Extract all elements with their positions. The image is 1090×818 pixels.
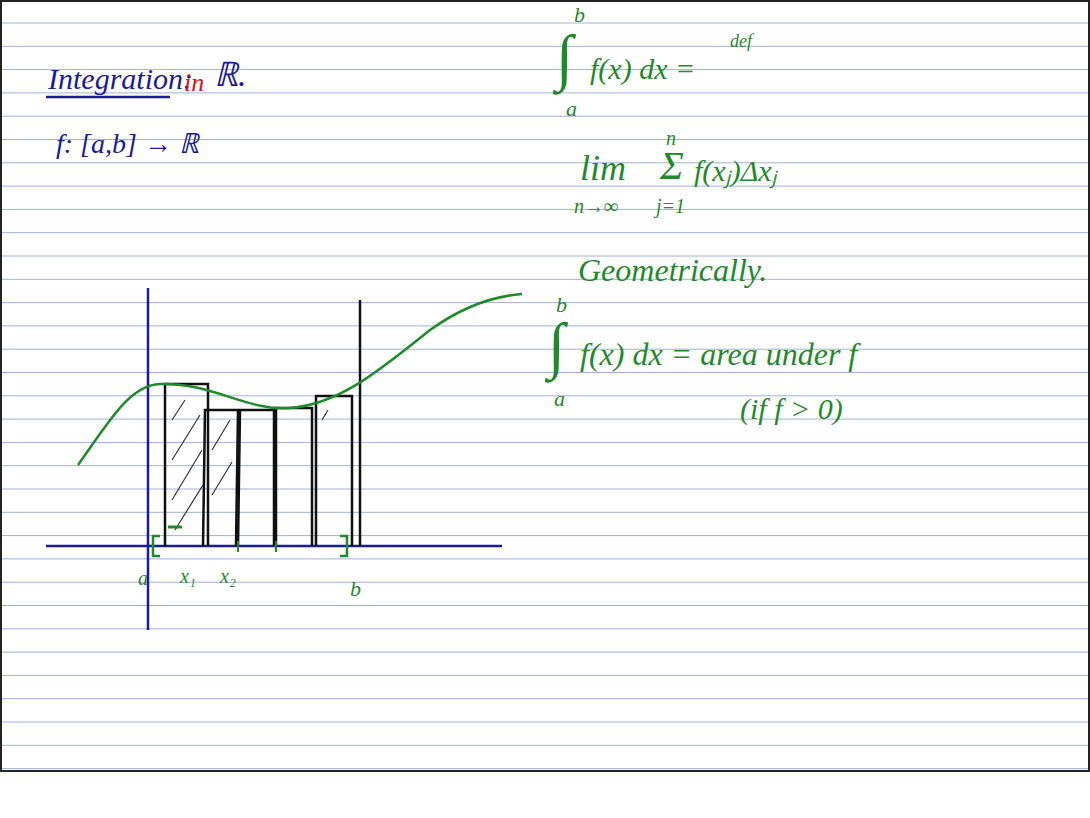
ruled-line <box>2 582 1088 583</box>
heading: Geometrically. <box>578 254 767 286</box>
ruled-line <box>2 768 1088 769</box>
axis-label: a <box>138 568 148 588</box>
ruled-line <box>2 605 1088 606</box>
ruled-line <box>2 162 1088 163</box>
ruled-line <box>2 209 1088 210</box>
title: Integration: <box>48 64 193 94</box>
axis-label: x₁ <box>180 566 196 586</box>
ruled-line <box>2 558 1088 559</box>
sum-limit: j=1 <box>656 196 685 216</box>
hatch <box>172 415 200 460</box>
integral-limit: a <box>554 388 565 410</box>
tick-mark <box>237 541 239 552</box>
rectangle <box>274 408 312 546</box>
formula: f(x) dx = <box>590 54 695 84</box>
integral-sign: ∫ <box>556 26 573 88</box>
hatch <box>175 485 203 530</box>
axis-label: b <box>350 578 361 600</box>
rectangle <box>238 410 276 546</box>
ruled-line <box>2 745 1088 746</box>
function-signature: f: [a,b] → ℝ <box>56 130 199 158</box>
hatching <box>172 400 328 530</box>
rectangle <box>203 410 238 546</box>
rectangle-edge <box>359 300 362 546</box>
ruled-line <box>2 186 1088 187</box>
hatch <box>212 462 232 495</box>
formula: f(x) dx = area under f <box>580 338 857 370</box>
tick-mark <box>168 526 182 529</box>
hatch <box>212 420 230 450</box>
riemann-rectangles <box>165 300 360 546</box>
ruled-line <box>2 232 1088 233</box>
ruled-line <box>2 722 1088 723</box>
ruled-lines <box>2 23 1088 769</box>
ruled-line <box>2 628 1088 629</box>
formula: lim <box>580 150 626 186</box>
integral-limit: a <box>566 98 577 120</box>
ruled-line <box>2 652 1088 653</box>
integral-limit: b <box>574 4 585 26</box>
title-note: in <box>184 70 204 96</box>
interval-bracket <box>153 536 160 556</box>
ruled-line <box>2 23 1088 24</box>
ruled-line <box>2 675 1088 676</box>
formula: f(xⱼ)Δxⱼ <box>694 156 777 186</box>
sum-sign: Σ <box>660 146 684 186</box>
hatch <box>322 410 328 420</box>
title-note: ℝ. <box>214 58 247 92</box>
formula-note: def <box>730 32 752 50</box>
limit-subscript: n→∞ <box>574 196 618 216</box>
interval-bracket <box>340 536 347 556</box>
hatch <box>172 400 185 420</box>
ruled-line <box>2 279 1088 280</box>
integral-limit: b <box>556 294 567 316</box>
ruled-line <box>2 372 1088 373</box>
ruled-line <box>2 46 1088 47</box>
rectangle <box>316 396 352 546</box>
tick-mark <box>275 541 277 552</box>
page-frame <box>1 1 1089 771</box>
ruled-line <box>2 256 1088 257</box>
rectangle <box>165 384 208 546</box>
integral-sign: ∫ <box>548 314 565 376</box>
hatch <box>172 450 202 500</box>
function-curve <box>78 294 522 465</box>
ruled-line <box>2 325 1088 326</box>
sum-limit: n <box>666 128 676 148</box>
ruled-line <box>2 116 1088 117</box>
title-underline <box>46 96 170 99</box>
ruled-line <box>2 302 1088 303</box>
condition-note: (if f > 0) <box>740 394 843 424</box>
ruled-line <box>2 698 1088 699</box>
axis-label: x₂ <box>220 566 236 586</box>
ruled-line <box>2 349 1088 350</box>
